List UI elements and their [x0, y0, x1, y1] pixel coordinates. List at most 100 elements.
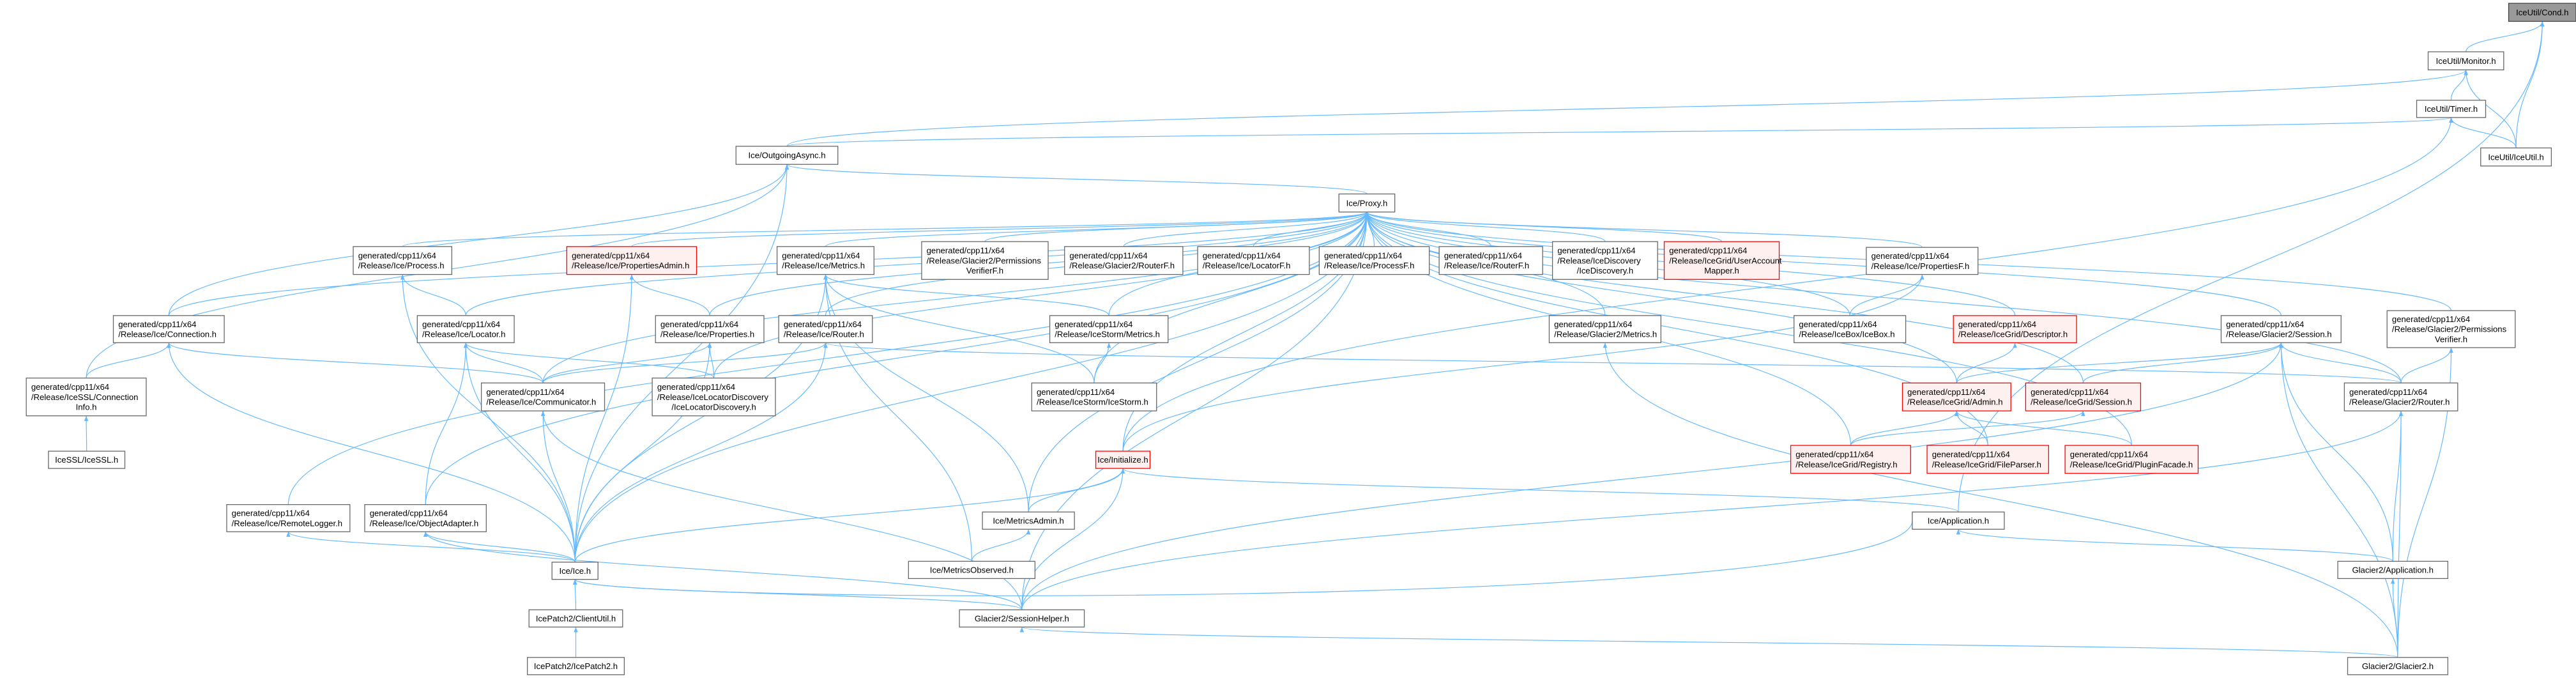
node-locdisc[interactable]: generated/cpp11/x64/Release/IceLocatorDi…	[652, 377, 776, 417]
edge-objadapter-to-locator	[425, 343, 468, 505]
edge-gridadmin-to-descriptor	[1956, 343, 2017, 383]
node-label-line: generated/cpp11/x64	[1669, 246, 1747, 256]
node-properties[interactable]: generated/cpp11/x64/Release/Ice/Properti…	[655, 315, 765, 343]
node-locator[interactable]: generated/cpp11/x64/Release/Ice/Locator.…	[416, 315, 515, 343]
node-box	[551, 562, 598, 580]
node-label-line: /Release/Ice/LocatorF.h	[1203, 261, 1291, 270]
node-label-line: generated/cpp11/x64	[1324, 250, 1402, 260]
node-label-line: /Release/Glacier2/Permissions	[927, 256, 1042, 265]
nodes-layer: IceUtil/Cond.hIceUtil/Monitor.hIceUtil/T…	[26, 3, 2576, 675]
node-label-line: generated/cpp11/x64	[1958, 320, 2036, 329]
edge-sessionhelper-to-objadapter	[423, 532, 1023, 610]
node-label-line: Glacier2/Glacier2.h	[2362, 661, 2434, 671]
node-communicator[interactable]: generated/cpp11/x64/Release/Ice/Communic…	[480, 382, 606, 412]
edge-propadmin-to-proxy	[631, 212, 1369, 247]
node-metricsadmin[interactable]: Ice/MetricsAdmin.h	[982, 511, 1075, 530]
node-label-line: /Release/Ice/Locator.h	[422, 330, 505, 339]
edge-monitor-to-cond	[2465, 21, 2545, 52]
node-label-line: generated/cpp11/x64	[1203, 250, 1281, 260]
edge-iceh-to-properties	[574, 343, 712, 562]
node-gridsession[interactable]: generated/cpp11/x64/Release/IceGrid/Sess…	[2025, 382, 2142, 412]
node-processf[interactable]: generated/cpp11/x64/Release/Ice/ProcessF…	[1318, 246, 1430, 275]
node-monitor[interactable]: IceUtil/Monitor.h	[2427, 51, 2504, 70]
node-iceutil[interactable]: IceUtil/IceUtil.h	[2480, 147, 2552, 167]
edge-initialize-to-timer	[1122, 117, 2453, 452]
node-outasync[interactable]: Ice/OutgoingAsync.h	[735, 146, 839, 165]
node-label-line: generated/cpp11/x64	[2031, 387, 2108, 397]
node-box	[1049, 315, 1169, 343]
node-descriptor[interactable]: generated/cpp11/x64/Release/IceGrid/Desc…	[1953, 315, 2077, 343]
node-routerf[interactable]: generated/cpp11/x64/Release/Ice/RouterF.…	[1438, 246, 1543, 275]
node-pluginfacade[interactable]: generated/cpp11/x64/Release/IceGrid/Plug…	[2064, 445, 2199, 474]
node-locatorf[interactable]: generated/cpp11/x64/Release/Ice/LocatorF…	[1197, 246, 1310, 275]
edge-g2router-to-g2session	[2279, 343, 2402, 383]
node-application[interactable]: Ice/Application.h	[1912, 511, 2005, 530]
node-initialize[interactable]: Ice/Initialize.h	[1095, 451, 1151, 469]
node-label-line: generated/cpp11/x64	[1871, 251, 1949, 261]
node-glacier2[interactable]: Glacier2/Glacier2.h	[2347, 657, 2449, 675]
edge-process-to-proxy	[402, 212, 1369, 247]
node-box	[1548, 315, 1662, 343]
node-registry[interactable]: generated/cpp11/x64/Release/IceGrid/Regi…	[1790, 445, 1911, 474]
node-icepatch2[interactable]: IcePatch2/IcePatch2.h	[526, 657, 625, 675]
node-label-line: generated/cpp11/x64	[118, 320, 196, 329]
edge-icestorm-to-stormmetrics	[1094, 343, 1111, 383]
node-g2metrics[interactable]: generated/cpp11/x64/Release/Glacier2/Met…	[1548, 315, 1662, 343]
node-permverf[interactable]: generated/cpp11/x64/Release/Glacier2/Per…	[921, 241, 1049, 280]
node-permv[interactable]: generated/cpp11/x64/Release/Glacier2/Per…	[2386, 310, 2516, 348]
node-propadmin[interactable]: generated/cpp11/x64/Release/Ice/Properti…	[566, 246, 697, 275]
node-icessl[interactable]: IceSSL/IceSSL.h	[48, 451, 126, 469]
node-icediscovery[interactable]: generated/cpp11/x64/Release/IceDiscovery…	[1551, 241, 1658, 280]
node-router[interactable]: generated/cpp11/x64/Release/Ice/Router.h	[778, 315, 873, 343]
node-box	[2025, 382, 2142, 412]
node-g2routerf[interactable]: generated/cpp11/x64/Release/Glacier2/Rou…	[1064, 246, 1184, 275]
node-sessionhelper[interactable]: Glacier2/SessionHelper.h	[959, 609, 1085, 628]
node-fileparser[interactable]: generated/cpp11/x64/Release/IceGrid/File…	[1926, 445, 2050, 474]
node-icestorm[interactable]: generated/cpp11/x64/Release/IceStorm/Ice…	[1031, 382, 1157, 412]
node-clientutil[interactable]: IcePatch2/ClientUtil.h	[528, 609, 623, 628]
edge-iceh-to-objadapter	[423, 531, 575, 562]
edge-iceutil-to-monitor	[2464, 70, 2517, 148]
edge-registry-to-gridadmin	[1850, 410, 1959, 446]
node-cond[interactable]: IceUtil/Cond.h	[2508, 3, 2576, 22]
node-connection[interactable]: generated/cpp11/x64/Release/Ice/Connecti…	[112, 315, 225, 343]
node-sslconninfo[interactable]: generated/cpp11/x64/Release/IceSSL/Conne…	[26, 377, 147, 417]
edge-communicator-to-properties	[542, 343, 712, 383]
node-metricsobserved[interactable]: Ice/MetricsObserved.h	[908, 560, 1036, 580]
node-stormmetrics[interactable]: generated/cpp11/x64/Release/IceStorm/Met…	[1049, 315, 1169, 343]
node-timer[interactable]: IceUtil/Timer.h	[2416, 100, 2487, 118]
node-process[interactable]: generated/cpp11/x64/Release/Ice/Process.…	[353, 246, 452, 275]
node-label-line: generated/cpp11/x64	[31, 382, 109, 392]
node-g2session[interactable]: generated/cpp11/x64/Release/Glacier2/Ses…	[2220, 315, 2342, 343]
node-label-line: /IceLocatorDiscovery.h	[671, 402, 756, 412]
node-box	[2347, 657, 2449, 675]
node-label-line: generated/cpp11/x64	[2349, 387, 2427, 397]
node-proxy[interactable]: Ice/Proxy.h	[1338, 193, 1396, 213]
node-label-line: /Release/IceGrid/FileParser.h	[1932, 459, 2041, 469]
node-label-line: /Release/Ice/Connection.h	[118, 330, 217, 339]
node-label-line: /Release/Ice/RemoteLogger.h	[232, 518, 342, 528]
node-icebox[interactable]: generated/cpp11/x64/Release/IceBox/IceBo…	[1794, 315, 1907, 343]
node-box	[566, 246, 697, 275]
node-remotelogger[interactable]: generated/cpp11/x64/Release/Ice/RemoteLo…	[226, 504, 351, 532]
node-propertiesf[interactable]: generated/cpp11/x64/Release/Ice/Properti…	[1866, 247, 1979, 275]
edge-properties-to-propadmin	[629, 274, 710, 316]
edge-g2router-to-permv	[2400, 347, 2453, 383]
node-g2router[interactable]: generated/cpp11/x64/Release/Glacier2/Rou…	[2344, 382, 2458, 412]
node-objadapter[interactable]: generated/cpp11/x64/Release/Ice/ObjectAd…	[364, 504, 487, 532]
node-useraccount[interactable]: generated/cpp11/x64/Release/IceGrid/User…	[1663, 241, 1782, 280]
edge-iceutil-to-timer	[2449, 117, 2517, 148]
node-box	[1866, 247, 1979, 275]
node-label-line: IceUtil/Monitor.h	[2436, 56, 2496, 66]
edge-application-to-cond	[1958, 21, 2545, 512]
node-box	[1197, 246, 1310, 275]
node-label-line: generated/cpp11/x64	[572, 250, 650, 260]
node-gridadmin[interactable]: generated/cpp11/x64/Release/IceGrid/Admi…	[1902, 382, 2011, 412]
node-metrics[interactable]: generated/cpp11/x64/Release/Ice/Metrics.…	[776, 246, 874, 275]
edge-icestorm-to-proxy	[1094, 212, 1369, 383]
edge-icediscovery-to-proxy	[1364, 212, 1606, 242]
edge-iceh-to-communicator	[540, 411, 575, 562]
node-g2app[interactable]: Glacier2/Application.h	[2337, 560, 2449, 580]
node-iceh[interactable]: Ice/Ice.h	[551, 562, 598, 580]
edge-iceh-to-remotelogger	[286, 531, 575, 563]
